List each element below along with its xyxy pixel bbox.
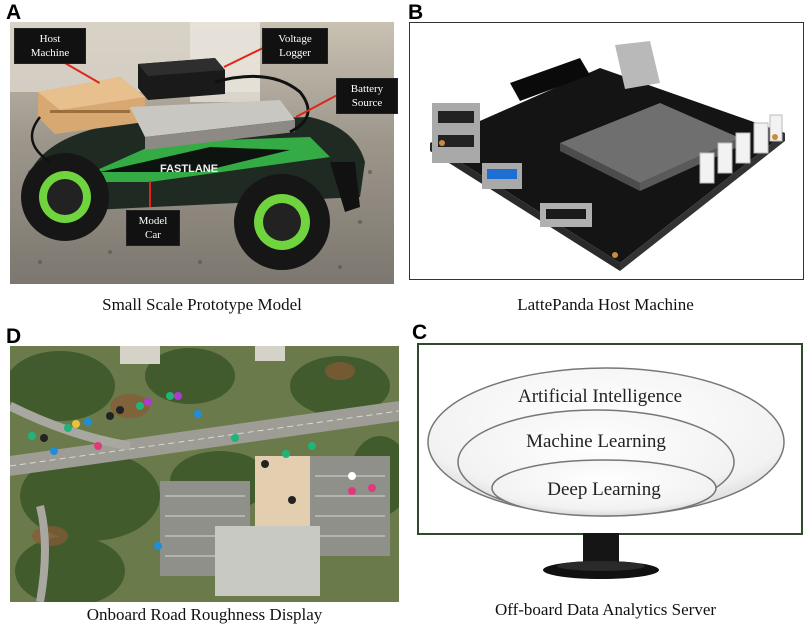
prototype-car-photo: FASTLANE: [10, 22, 394, 284]
callout-model-car-label: Model Car: [138, 215, 168, 241]
callout-voltage-logger-label: Voltage Logger: [278, 33, 312, 59]
car-wheel-front: [21, 153, 109, 241]
caption-c: Off-board Data Analytics Server: [494, 600, 717, 619]
callout-battery-source-label: Battery Source: [350, 83, 384, 109]
callout-battery-source: Battery Source: [336, 78, 398, 114]
leader-model-car: [149, 181, 151, 207]
prototype-car-illustration: FASTLANE: [10, 22, 394, 284]
battery-pack: [130, 100, 295, 150]
parking-lot-right: [310, 456, 390, 556]
label-artificial-intelligence: Artificial Intelligence: [517, 386, 683, 407]
roughness-markers: [28, 392, 376, 550]
car-wheel-rear: [234, 174, 330, 270]
label-machine-learning: Machine Learning: [526, 431, 666, 452]
lattepanda-board-illustration: [410, 23, 803, 279]
car-branding: FASTLANE: [160, 163, 218, 175]
callout-host-machine: Host Machine: [14, 28, 86, 64]
monitor-neck: [583, 533, 619, 563]
gpio-connectors: [699, 114, 783, 184]
host-machine-case: [38, 77, 145, 134]
callout-model-car: Model Car: [126, 210, 180, 246]
building-grey: [215, 526, 320, 596]
lattepanda-board-photo: [409, 22, 804, 280]
panel-letter-c: C: [412, 321, 428, 344]
label-deep-learning: Deep Learning: [547, 479, 661, 500]
callout-host-machine-label: Host Machine: [30, 33, 70, 59]
panel-letter-d: D: [6, 325, 22, 348]
usb-ports: [432, 103, 522, 189]
aerial-map-illustration: [10, 346, 399, 602]
caption-b: LattePanda Host Machine: [517, 295, 694, 314]
heat-spreader: [560, 103, 740, 191]
monitor-base: [543, 561, 659, 579]
main-road: [10, 401, 399, 476]
road-roughness-map: [10, 346, 399, 602]
panel-letter-a: A: [6, 1, 22, 24]
callout-voltage-logger: Voltage Logger: [262, 28, 328, 64]
voltage-logger-box: [138, 58, 225, 100]
caption-a: Small Scale Prototype Model: [102, 295, 302, 314]
panel-letter-b: B: [408, 1, 424, 24]
caption-d: Onboard Road Roughness Display: [86, 605, 323, 624]
